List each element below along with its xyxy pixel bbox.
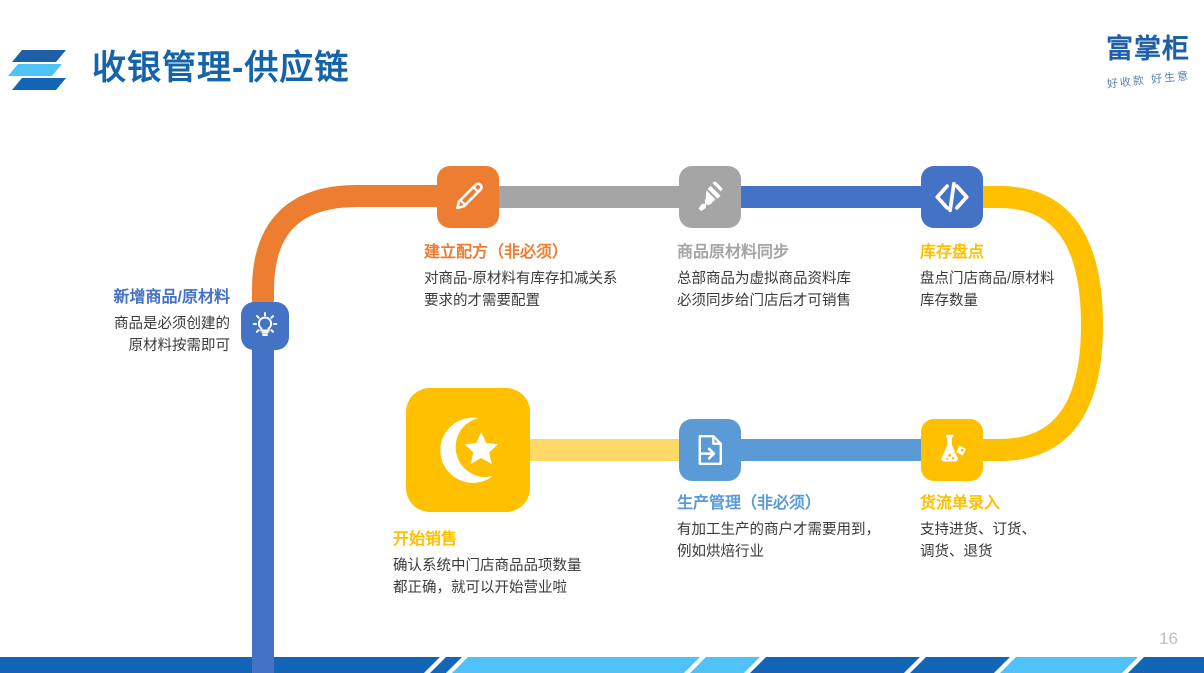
flask-icon <box>941 434 969 462</box>
node-title-new-product: 新增商品/原材料 <box>113 289 230 306</box>
node-text-start-selling: 开始销售 确认系统中门店商品品项数量 都正确，就可以开始营业啦 <box>393 530 683 600</box>
node-title-material-sync: 商品原材料同步 <box>677 244 790 261</box>
node-text-material-sync: 商品原材料同步 总部商品为虚拟商品资料库 必须同步给门店后才可销售 <box>677 243 947 313</box>
lightbulb-icon <box>252 312 278 336</box>
node-desc-production-management: 有加工生产的商户才需要用到， 例如烘焙行业 <box>677 522 880 561</box>
footer-decorative-band <box>0 645 1204 673</box>
node-icon-start-selling[interactable] <box>406 388 530 512</box>
node-icon-goods-flow-entry[interactable] <box>921 419 983 481</box>
node-icon-production-management[interactable] <box>679 419 741 481</box>
document-import-icon <box>698 435 722 465</box>
node-text-create-recipe: 建立配方（非必须） 对商品-原材料有库存扣减关系 要求的才需要配置 <box>424 243 684 313</box>
node-desc-start-selling: 确认系统中门店商品品项数量 都正确，就可以开始营业啦 <box>393 558 582 597</box>
node-title-production-management: 生产管理（非必须） <box>677 495 822 512</box>
node-title-goods-flow-entry: 货流单录入 <box>920 495 1001 512</box>
crescent-star-icon <box>440 417 499 483</box>
node-icon-stock-count[interactable] <box>921 166 983 228</box>
node-text-stock-count: 库存盘点 盘点门店商品/原材料 库存数量 <box>920 243 1160 313</box>
node-icon-new-product[interactable] <box>241 302 289 350</box>
node-icon-material-sync[interactable] <box>679 166 741 228</box>
page-number: 16 <box>1159 629 1178 648</box>
node-desc-material-sync: 总部商品为虚拟商品资料库 必须同步给门店后才可销售 <box>677 271 851 310</box>
node-title-start-selling: 开始销售 <box>393 531 458 548</box>
stacked-layers-logo <box>8 48 70 94</box>
node-desc-create-recipe: 对商品-原材料有库存扣减关系 要求的才需要配置 <box>424 271 618 310</box>
page-title: 收银管理-供应链 <box>92 49 350 87</box>
node-desc-goods-flow-entry: 支持进货、订货、 调货、退货 <box>920 522 1036 561</box>
node-desc-new-product: 商品是必须创建的 原材料按需即可 <box>114 316 230 355</box>
brush-sync-icon <box>698 181 723 212</box>
brand-name: 富掌柜 <box>1106 34 1190 65</box>
node-title-stock-count: 库存盘点 <box>920 244 985 261</box>
node-desc-stock-count: 盘点门店商品/原材料 库存数量 <box>920 271 1055 310</box>
node-text-goods-flow-entry: 货流单录入 支持进货、订货、 调货、退货 <box>920 494 1160 564</box>
node-text-new-product: 新增商品/原材料 商品是必须创建的 原材料按需即可 <box>40 288 230 358</box>
brand-logo: 富掌柜 好收款 好生意 <box>1040 34 1191 98</box>
code-brackets-icon <box>935 181 969 213</box>
node-icon-create-recipe[interactable] <box>437 166 499 228</box>
node-text-production-management: 生产管理（非必须） 有加工生产的商户才需要用到， 例如烘焙行业 <box>677 494 937 564</box>
node-title-create-recipe: 建立配方（非必须） <box>424 244 569 261</box>
pencil-icon <box>456 182 483 210</box>
